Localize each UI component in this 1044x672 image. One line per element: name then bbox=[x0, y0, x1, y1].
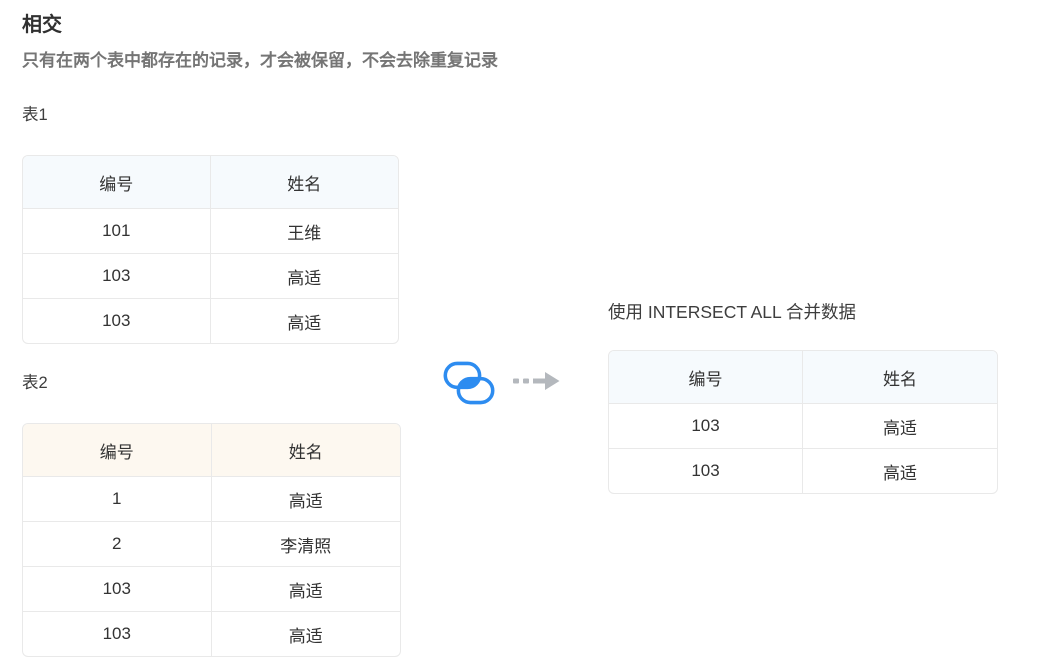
column-header: 编号 bbox=[23, 156, 211, 208]
column-header: 姓名 bbox=[211, 424, 400, 476]
table-cell: 高适 bbox=[210, 253, 398, 298]
table2-label: 表2 bbox=[22, 374, 48, 392]
table-cell: 高适 bbox=[211, 611, 400, 656]
dashed-arrow-right-icon bbox=[513, 372, 560, 390]
table-cell: 103 bbox=[23, 611, 212, 656]
column-header: 编号 bbox=[23, 424, 212, 476]
table1-label: 表1 bbox=[22, 106, 48, 124]
column-header: 姓名 bbox=[803, 351, 997, 403]
column-header: 姓名 bbox=[210, 156, 398, 208]
table-cell: 103 bbox=[23, 253, 211, 298]
header-row: 编号姓名 bbox=[609, 351, 997, 403]
table-cell: 高适 bbox=[211, 566, 400, 611]
table-cell: 1 bbox=[23, 476, 212, 521]
table-cell: 高适 bbox=[803, 403, 997, 448]
table-cell: 高适 bbox=[211, 476, 400, 521]
table-cell: 103 bbox=[23, 566, 212, 611]
table-cell: 高适 bbox=[210, 298, 398, 343]
column-header: 编号 bbox=[609, 351, 803, 403]
table-cell: 高适 bbox=[803, 448, 997, 493]
intersect-icon bbox=[443, 361, 495, 405]
table-cell: 103 bbox=[609, 403, 803, 448]
table-cell: 101 bbox=[23, 208, 211, 253]
table-cell: 李清照 bbox=[211, 521, 400, 566]
header-row: 编号姓名 bbox=[23, 156, 398, 208]
table-cell: 103 bbox=[23, 298, 211, 343]
table-cell: 2 bbox=[23, 521, 212, 566]
result-label: 使用 INTERSECT ALL 合并数据 bbox=[608, 302, 856, 322]
table-cell: 王维 bbox=[210, 208, 398, 253]
header-row: 编号姓名 bbox=[23, 424, 400, 476]
table-cell: 103 bbox=[609, 448, 803, 493]
page-subtitle: 只有在两个表中都存在的记录，才会被保留，不会去除重复记录 bbox=[22, 51, 498, 70]
intersect-connector bbox=[443, 361, 568, 407]
page-title: 相交 bbox=[22, 14, 62, 36]
